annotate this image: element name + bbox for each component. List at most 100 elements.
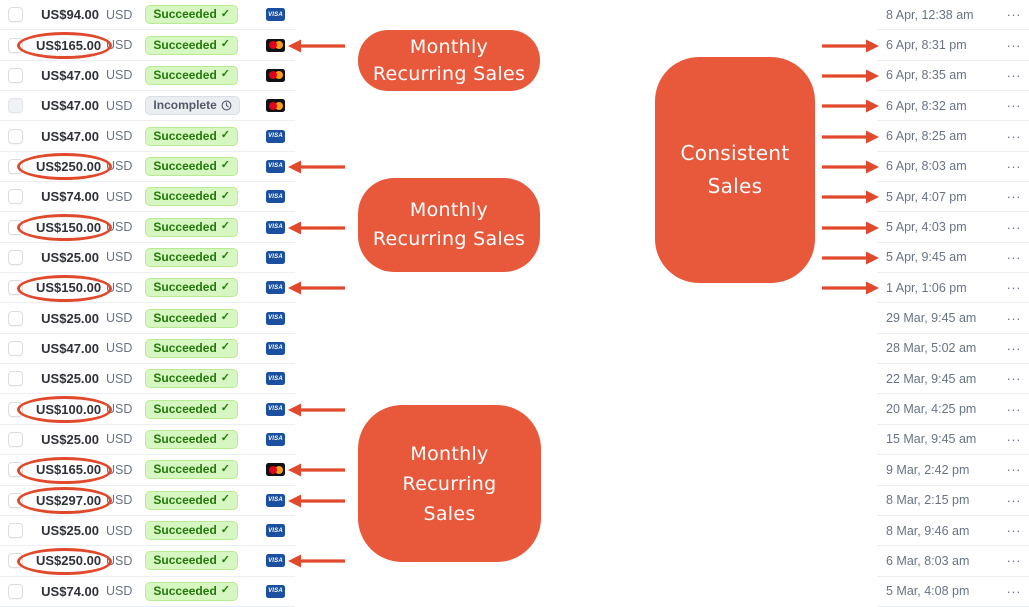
row-overflow-menu-button[interactable]: ··· <box>1006 462 1021 478</box>
row-overflow-menu-button[interactable]: ··· <box>1006 98 1021 114</box>
visa-icon: VISA <box>266 432 285 446</box>
row-checkbox[interactable] <box>8 462 23 478</box>
row-overflow-menu-button[interactable]: ··· <box>1006 249 1021 265</box>
row-overflow-menu-button[interactable]: ··· <box>1006 219 1021 235</box>
row-checkbox[interactable] <box>8 37 23 53</box>
amount-value: US$74.00 <box>41 189 99 205</box>
row-overflow-menu-button[interactable]: ··· <box>1006 583 1021 599</box>
row-overflow-menu-button[interactable]: ··· <box>1006 128 1021 144</box>
row-overflow-menu-button[interactable]: ··· <box>1006 158 1021 174</box>
status-label: Succeeded <box>153 583 217 598</box>
status-badge: Succeeded✓ <box>145 126 238 146</box>
currency-label: USD <box>106 462 133 477</box>
row-checkbox[interactable] <box>8 492 23 508</box>
row-checkbox[interactable] <box>8 128 23 144</box>
row-checkbox[interactable] <box>8 189 23 205</box>
row-overflow-menu-button[interactable]: ··· <box>1006 37 1021 53</box>
row-overflow-menu-button[interactable]: ··· <box>1006 431 1021 447</box>
row-overflow-menu-button[interactable]: ··· <box>1006 492 1021 508</box>
visa-icon: VISA <box>266 220 285 234</box>
check-icon: ✓ <box>220 220 230 233</box>
row-checkbox[interactable] <box>8 219 23 235</box>
status-badge: Succeeded✓ <box>145 399 238 419</box>
row-overflow-menu-button[interactable]: ··· <box>1006 401 1021 417</box>
status-label: Succeeded <box>153 431 217 446</box>
mastercard-red-circle <box>268 41 277 50</box>
status-badge: Succeeded✓ <box>145 156 238 176</box>
currency-label: USD <box>106 371 133 386</box>
row-overflow-menu-button[interactable]: ··· <box>1006 7 1021 23</box>
payment-date: 29 Mar, 9:45 am <box>886 311 977 326</box>
row-right-section: 6 Apr, 8:31 pm··· <box>877 30 1029 61</box>
row-overflow-menu-button[interactable]: ··· <box>1006 280 1021 296</box>
row-overflow-menu-button[interactable]: ··· <box>1006 189 1021 205</box>
row-right-section: 6 Apr, 8:35 am··· <box>877 60 1029 92</box>
status-badge: Succeeded✓ <box>145 429 238 449</box>
currency-label: USD <box>106 523 133 538</box>
row-right-section: 5 Apr, 9:45 am··· <box>877 242 1029 274</box>
row-checkbox[interactable] <box>8 340 23 356</box>
row-right-section: 6 Apr, 8:32 am··· <box>877 91 1029 122</box>
clock-icon <box>221 100 232 111</box>
currency-label: USD <box>106 189 133 204</box>
currency-label: USD <box>106 553 133 568</box>
mastercard-red-circle <box>268 71 277 80</box>
row-checkbox[interactable] <box>8 249 23 265</box>
row-checkbox[interactable] <box>8 401 23 417</box>
row-checkbox[interactable] <box>8 280 23 296</box>
amount-value: US$25.00 <box>41 371 99 387</box>
row-checkbox[interactable] <box>8 553 23 569</box>
check-icon: ✓ <box>220 553 230 566</box>
visa-icon: VISA <box>266 402 285 416</box>
row-checkbox[interactable] <box>8 583 23 599</box>
row-checkbox[interactable] <box>8 67 23 83</box>
row-overflow-menu-button[interactable]: ··· <box>1006 553 1021 569</box>
mastercard-red-circle <box>268 101 277 110</box>
payment-date: 15 Mar, 9:45 am <box>886 432 977 447</box>
payment-date: 5 Apr, 4:03 pm <box>886 220 967 235</box>
row-overflow-menu-button[interactable]: ··· <box>1006 340 1021 356</box>
row-checkbox[interactable] <box>8 431 23 447</box>
row-overflow-menu-button[interactable]: ··· <box>1006 310 1021 326</box>
row-overflow-menu-button[interactable]: ··· <box>1006 371 1021 387</box>
amount-value: US$47.00 <box>41 340 99 356</box>
mastercard-orange-circle <box>274 101 283 110</box>
status-badge: Succeeded✓ <box>145 521 238 541</box>
row-checkbox[interactable] <box>8 7 23 23</box>
row-overflow-menu-button[interactable]: ··· <box>1006 67 1021 83</box>
row-overflow-menu-button[interactable]: ··· <box>1006 523 1021 539</box>
row-checkbox[interactable] <box>8 523 23 539</box>
row-checkbox[interactable] <box>8 98 23 114</box>
amount-value: US$250.00 <box>36 158 102 174</box>
row-checkbox[interactable] <box>8 310 23 326</box>
currency-label: USD <box>106 38 133 53</box>
row-checkbox[interactable] <box>8 371 23 387</box>
row-checkbox[interactable] <box>8 158 23 174</box>
check-icon: ✓ <box>220 189 230 202</box>
status-label: Succeeded <box>153 371 217 386</box>
